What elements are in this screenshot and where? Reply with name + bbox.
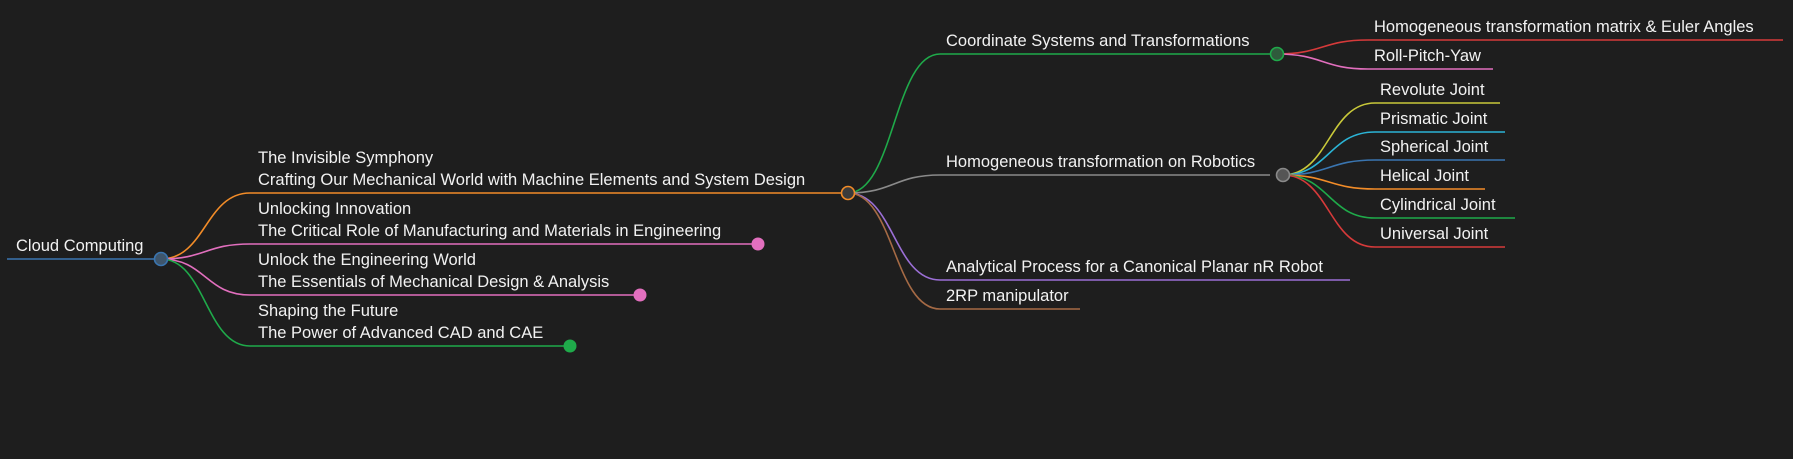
root-node-cloud-computing[interactable]: Cloud Computing — [16, 235, 144, 257]
subtopic-node-s1-text: Coordinate Systems and Transformations — [946, 32, 1250, 50]
leaf-node-coordinate-1[interactable]: Roll-Pitch-Yaw — [1374, 45, 1481, 67]
leaf-branch-robotics-2 — [1282, 159, 1505, 176]
subtopic-branch-s3 — [847, 192, 1350, 281]
subtopic-node-s3-text: Analytical Process for a Canonical Plana… — [946, 258, 1323, 276]
subtopic-node-s4[interactable]: 2RP manipulator — [946, 285, 1069, 307]
subtopic-node-s3[interactable]: Analytical Process for a Canonical Plana… — [946, 256, 1323, 278]
subtopic-node-s2-text: Homogeneous transformation on Robotics — [946, 153, 1256, 171]
leaf-node-robotics-4-text: Cylindrical Joint — [1380, 196, 1496, 214]
subtopic-node-s1[interactable]: Coordinate Systems and Transformations — [946, 30, 1250, 52]
topic-node-t3-text: Unlock the Engineering World — [258, 251, 476, 269]
topic-node-t4-text: Shaping the Future — [258, 302, 399, 320]
topic-node-t1-text: Crafting Our Mechanical World with Machi… — [258, 171, 806, 189]
leaf-branch-robotics-0 — [1282, 102, 1500, 176]
leaf-node-robotics-1-text: Prismatic Joint — [1380, 110, 1488, 128]
leaf-node-robotics-5[interactable]: Universal Joint — [1380, 223, 1488, 245]
leaf-node-robotics-0[interactable]: Revolute Joint — [1380, 79, 1485, 101]
leaf-node-coordinate-0[interactable]: Homogeneous transformation matrix & Eule… — [1374, 16, 1754, 38]
topic-t4-expand-node[interactable] — [563, 339, 577, 353]
leaf-node-coordinate-0-text: Homogeneous transformation matrix & Eule… — [1374, 18, 1754, 36]
topic-node-t1-text: The Invisible Symphony — [258, 149, 434, 167]
leaf-node-robotics-0-text: Revolute Joint — [1380, 81, 1485, 99]
topic-t1-collapse-node[interactable] — [840, 185, 856, 201]
leaf-branch-robotics-3 — [1282, 174, 1485, 190]
leaf-node-robotics-4[interactable]: Cylindrical Joint — [1380, 194, 1496, 216]
topic-t2-expand-node[interactable] — [751, 237, 765, 251]
topic-node-t2-text: Unlocking Innovation — [258, 200, 412, 218]
leaf-branch-robotics-4 — [1282, 174, 1515, 219]
subtopic-branch-s1 — [847, 53, 1270, 194]
leaf-node-robotics-3-text: Helical Joint — [1380, 167, 1469, 185]
leaf-node-robotics-3[interactable]: Helical Joint — [1380, 165, 1469, 187]
root-node-cloud-computing-text: Cloud Computing — [16, 237, 144, 255]
topic-node-t3-text: The Essentials of Mechanical Design & An… — [258, 273, 610, 291]
topic-branch-t2 — [160, 243, 758, 260]
leaf-branch-robotics-1 — [1282, 131, 1505, 176]
subtopic-node-s4-text: 2RP manipulator — [946, 287, 1069, 305]
leaf-branch-coordinate-0 — [1276, 39, 1783, 55]
leaf-node-coordinate-1-text: Roll-Pitch-Yaw — [1374, 47, 1481, 65]
subtopic-s2-collapse-node[interactable] — [1275, 167, 1291, 183]
subtopic-branch-s4 — [847, 192, 1080, 310]
topic-node-t2-text: The Critical Role of Manufacturing and M… — [258, 222, 722, 240]
leaf-branch-robotics-5 — [1282, 174, 1505, 248]
leaf-node-robotics-2[interactable]: Spherical Joint — [1380, 136, 1488, 158]
subtopic-s1-collapse-node[interactable] — [1269, 46, 1285, 62]
topic-t3-expand-node[interactable] — [633, 288, 647, 302]
topic-branch-t1 — [160, 192, 848, 260]
leaf-node-robotics-5-text: Universal Joint — [1380, 225, 1489, 243]
subtopic-branch-s2 — [847, 174, 1270, 194]
leaf-node-robotics-2-text: Spherical Joint — [1380, 138, 1489, 156]
topic-branch-t3 — [160, 258, 640, 296]
subtopic-node-s2[interactable]: Homogeneous transformation on Robotics — [946, 151, 1255, 173]
topic-branch-t4 — [160, 258, 570, 347]
leaf-branch-coordinate-1 — [1276, 53, 1493, 70]
root-collapse-node[interactable] — [153, 251, 169, 267]
leaf-node-robotics-1[interactable]: Prismatic Joint — [1380, 108, 1487, 130]
topic-node-t4-text: The Power of Advanced CAD and CAE — [258, 324, 544, 342]
